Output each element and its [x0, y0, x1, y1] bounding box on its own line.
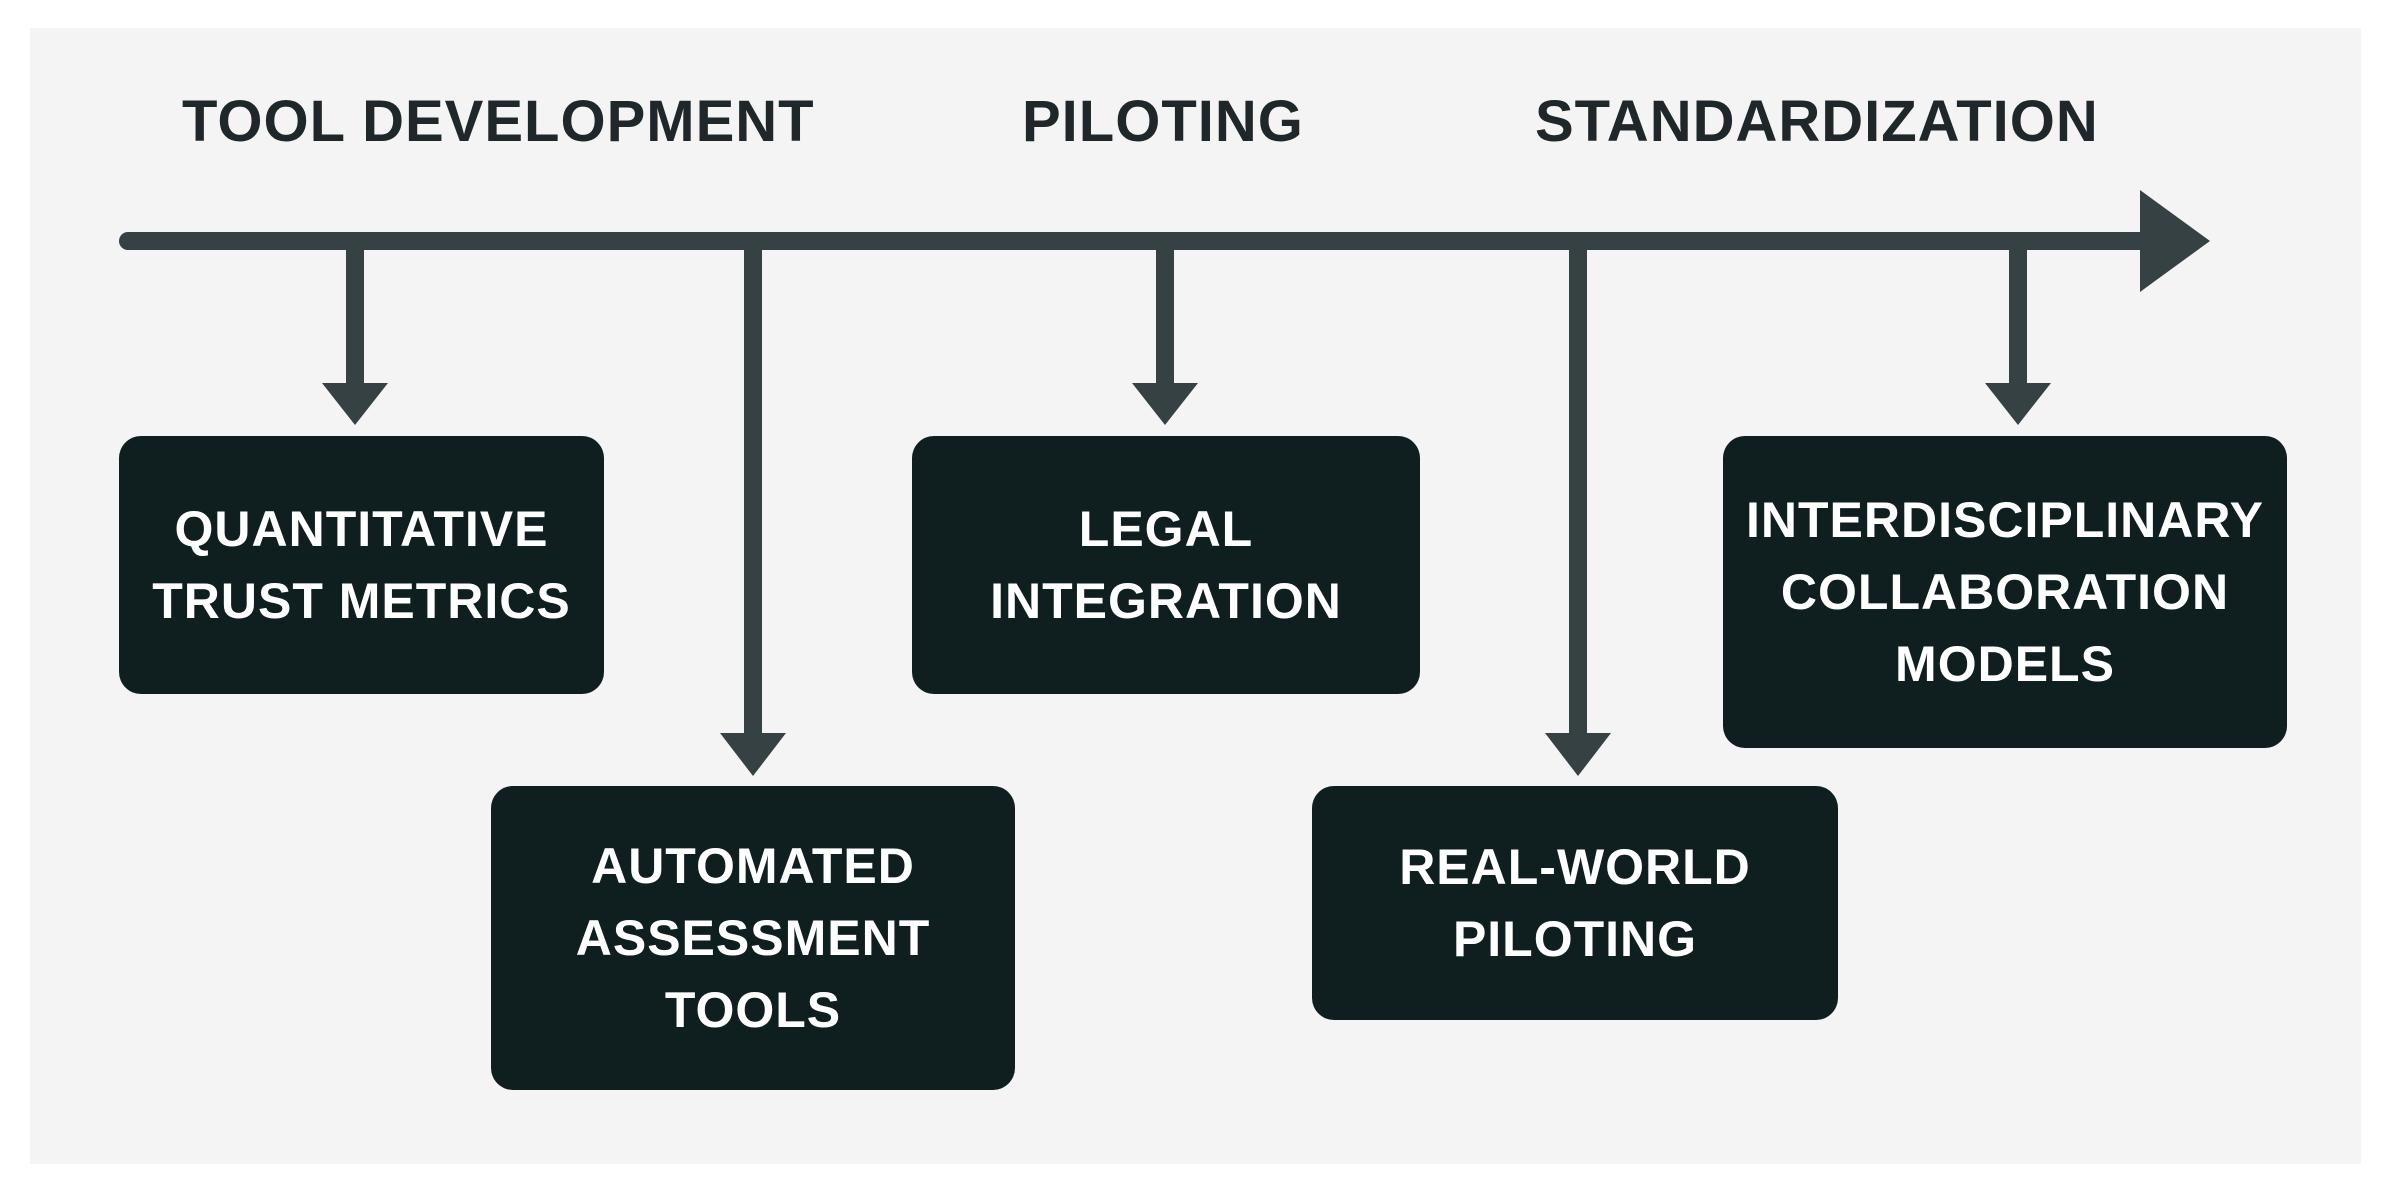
milestone-box-line: LEGAL — [1078, 501, 1254, 557]
connector-arrow-quantitative-trust-metrics — [322, 241, 388, 425]
phase-label-tool-development: TOOL DEVELOPMENT — [182, 89, 815, 154]
milestone-box-legal-integration: LEGAL INTEGRATION — [912, 436, 1420, 694]
down-arrow-icon — [1545, 733, 1611, 776]
connector-arrow-interdisciplinary-collaboration-models — [1985, 241, 2051, 425]
milestone-box-line: QUANTITATIVE — [174, 501, 549, 557]
down-arrow-icon — [1985, 383, 2051, 425]
milestone-box-quantitative-trust-metrics: QUANTITATIVE TRUST METRICS — [119, 436, 604, 694]
milestone-box-line: TOOLS — [664, 982, 842, 1038]
milestone-box-automated-assessment-tools: AUTOMATED ASSESSMENT TOOLS — [491, 786, 1015, 1090]
milestone-box-line: ASSESSMENT — [575, 910, 931, 966]
milestone-box-interdisciplinary-collaboration-models: INTERDISCIPLINARY COLLABORATION MODELS — [1723, 436, 2287, 748]
milestone-box-line: AUTOMATED — [591, 838, 915, 894]
connector-arrow-real-world-piloting — [1545, 241, 1611, 776]
timeline-arrowhead-icon — [2140, 190, 2210, 292]
milestone-box-line: REAL-WORLD — [1399, 839, 1751, 895]
down-arrow-icon — [1132, 383, 1198, 425]
milestone-box-line: MODELS — [1895, 636, 2115, 692]
milestone-box-line: PILOTING — [1452, 911, 1698, 967]
down-arrow-icon — [720, 733, 786, 776]
milestone-box-line: INTERDISCIPLINARY — [1746, 492, 2264, 548]
down-arrow-icon — [322, 383, 388, 425]
connector-arrow-legal-integration — [1132, 241, 1198, 425]
milestone-box-line: INTEGRATION — [990, 573, 1342, 629]
milestone-box-line: TRUST METRICS — [152, 573, 571, 629]
phase-label-piloting: PILOTING — [1022, 89, 1304, 154]
milestone-box-line: COLLABORATION — [1780, 564, 2230, 620]
phase-label-standardization: STANDARDIZATION — [1535, 89, 2099, 154]
milestone-box-real-world-piloting: REAL-WORLD PILOTING — [1312, 786, 1838, 1020]
connector-arrow-automated-assessment-tools — [720, 241, 786, 776]
